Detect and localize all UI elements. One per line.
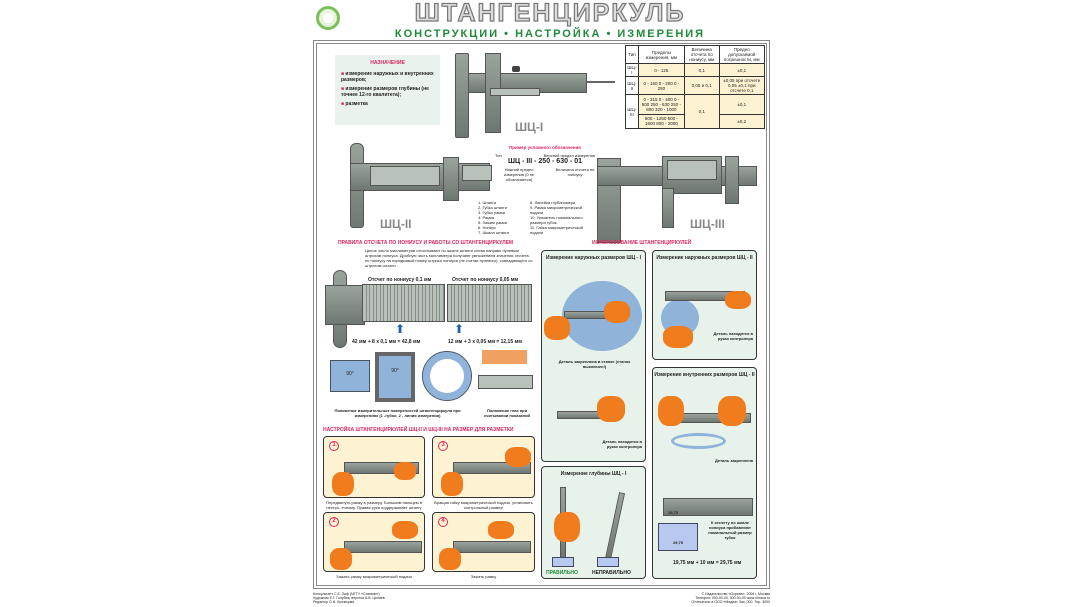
poster-subtitle: КОНСТРУКЦИИ • НАСТРОЙКА • ИЗМЕРЕНИЯ (394, 28, 706, 40)
measurement-diagram-inner: 90° (375, 352, 415, 402)
rules-title: ПРАВИЛА ОТСЧЕТА ПО НОНИУСУ И РАБОТЫ СО Ш… (338, 240, 514, 246)
caliper-shc3-label: ШЦ-III (690, 217, 725, 231)
table-header: Величина отсчета по нониусу, мм (683, 45, 720, 64)
legend-item: 10. Указатель номинального размера губок (530, 215, 583, 225)
formula-0-1: 42 мм + 8 x 0,1 мм = 42,8 мм (352, 339, 421, 345)
angle-label: 90° (391, 368, 399, 374)
outer-measure-shc1-panel: Измерение наружных размеров ШЦ - I Детал… (541, 250, 646, 462)
caliper-shc1-illustration (455, 48, 615, 138)
eyes-illustration (482, 350, 527, 364)
arrow-up-icon: ⬆ (395, 322, 406, 336)
purpose-item: измерение наружных и внутренних размеров… (341, 71, 434, 83)
legend-item: 6. Нониус (478, 225, 496, 230)
reading-value: 19,75 (668, 510, 679, 515)
publisher-logo (316, 6, 340, 30)
inner-measure-shc2-panel: Измерение внутренних размеров ШЦ - II Де… (652, 367, 757, 579)
example-code: ШЦ - III - 250 - 630 - 01 (507, 158, 582, 165)
panel-title: Измерение внутренних размеров ШЦ - II (654, 372, 755, 378)
panel-title: Измерение наружных размеров ШЦ - II (656, 255, 753, 261)
parts-legend-right: 8. Линейка глубиномера 9. Рамка микромет… (530, 200, 596, 235)
usage-title: ИСПОЛЬЗОВАНИЕ ШТАНГЕНЦИРКУЛЕЙ (592, 240, 692, 246)
panel-note: К отсчету по шкале нониуса прибавляют но… (708, 520, 752, 540)
step-number: 2 (329, 517, 339, 527)
caption-surfaces: Положение измерительных поверхностей шта… (334, 408, 461, 418)
setup-title: НАСТРОЙКА ШТАНГЕНЦИРКУЛЕЙ ШЦ-II И ШЦ-III… (323, 427, 514, 433)
step-number: 1 (329, 441, 339, 451)
ring-diagram (422, 351, 472, 401)
footer-publisher: © Издательство «Охрана», 2006 г. Москва … (691, 592, 770, 604)
caliper-jaw-illustration (325, 270, 365, 348)
step-number: 3 (438, 441, 448, 451)
wrong-label: НЕПРАВИЛЬНО (592, 570, 631, 576)
rules-text: Целое число миллиметров отсчитывают по ш… (365, 248, 533, 268)
step-caption: Зажать рамку (470, 574, 497, 579)
upper-limit-label: Верхний предел измерения (543, 153, 595, 158)
purpose-item: разметка (341, 101, 434, 107)
type-label: Тип (495, 153, 502, 158)
vernier-scale-0-05 (447, 284, 532, 322)
setup-step-2-panel: 2 (323, 512, 425, 572)
example-title: Пример условного обозначения (509, 145, 581, 150)
angle-label: 90° (346, 371, 354, 377)
caliper-shc1-label: ШЦ-I (515, 120, 544, 134)
panel-title: Измерение наружных размеров ШЦ - I (546, 255, 641, 261)
legend-item: 4. Рамка (478, 215, 495, 220)
legend-item: 5. Зажим рамки (478, 220, 508, 225)
parts-legend-left: 1. Штанга 2. Губка штанги 3. Губка рамки… (478, 200, 528, 235)
panel-note: Деталь закреплена в станке (станок выклю… (558, 359, 631, 369)
step-caption: Передвинуть рамку в размеру. Большим пал… (326, 500, 422, 510)
inner-formula: 19,75 мм + 10 мм = 29,75 мм (673, 560, 742, 566)
formula-0-05: 12 мм + 3 x 0,05 мм = 12,15 мм (448, 339, 522, 345)
legend-item: 8. Линейка глубиномера (530, 200, 576, 205)
purpose-item: измерение размеров глубины (не точнее 12… (341, 86, 434, 98)
legend-item: 11. Гайка микрометрической подачи (530, 225, 583, 235)
step-caption: Вращая гайку микрометрической подачи, ус… (434, 500, 533, 510)
caliper-shc2-label: ШЦ-II (380, 217, 412, 231)
footer-credits: Консультант С.Е. Лаф (МГТУ «Станкин») Ху… (313, 592, 385, 604)
caption-eyes: Положение глаз при считывании показаний (484, 408, 530, 418)
correct-label: ПРАВИЛЬНО (546, 570, 578, 576)
eye-scale (478, 375, 533, 389)
reading-label: Величина отсчета по нониусу (555, 167, 595, 177)
table-header: Тип (625, 45, 639, 64)
setup-step-1-panel: 1 (323, 436, 425, 498)
legend-item: 9. Рамка микрометрической подачи (530, 205, 583, 215)
size-value: 29,75 (673, 540, 684, 545)
setup-step-4-panel: 4 (432, 512, 535, 572)
legend-item: 1. Штанга (478, 200, 496, 205)
outer-measure-shc2-panel: Измерение наружных размеров ШЦ - II Дета… (652, 250, 757, 360)
panel-note: Деталь находится в руках контролера (602, 439, 642, 449)
caliper-shc3-illustration (597, 148, 762, 243)
setup-step-3-panel: 3 (432, 436, 535, 498)
table-header: Пределы измерения, мм (637, 45, 685, 64)
designation-example: Пример условного обозначения Тип Верхний … (495, 145, 595, 182)
poster-title: ШТАНГЕНЦИРКУЛЬ (414, 0, 686, 27)
legend-item: 2. Губка штанги (478, 205, 507, 210)
table-row: 500 - 1250 500 - 1600 800 - 2000±0,2 (626, 113, 766, 130)
purpose-title: НАЗНАЧЕНИЕ (370, 60, 405, 66)
vernier-scale-0-1 (362, 284, 445, 322)
measurement-diagram-outer: 90° (330, 360, 370, 392)
table-header: Предел допускаемой погрешности, мм (718, 45, 766, 64)
depth-measure-panel: Измерение глубины ШЦ - I ПРАВИЛЬНО НЕПРА… (541, 466, 646, 579)
scale2-label: Отсчет по нониусу 0,05 мм (452, 277, 519, 283)
legend-item: 7. Шкала штанги (478, 230, 509, 235)
lower-limit-label: Нижний предел измерения (0 не обозначает… (503, 167, 535, 182)
step-number: 4 (438, 517, 448, 527)
caliper-shc2-illustration (340, 143, 495, 228)
step-caption: Зажать рамку микрометрической подачи (336, 574, 412, 579)
panel-note: Деталь закреплена (715, 458, 753, 463)
purpose-box: НАЗНАЧЕНИЕ измерение наружных и внутренн… (335, 55, 440, 125)
legend-item: 3. Губка рамки (478, 210, 506, 215)
arrow-up-icon: ⬆ (454, 322, 465, 336)
panel-note: Деталь находится в руках контролера (713, 331, 753, 341)
panel-title: Измерение глубины ШЦ - I (560, 471, 627, 477)
scale1-label: Отсчет по нониусу 0,1 мм (368, 277, 432, 283)
